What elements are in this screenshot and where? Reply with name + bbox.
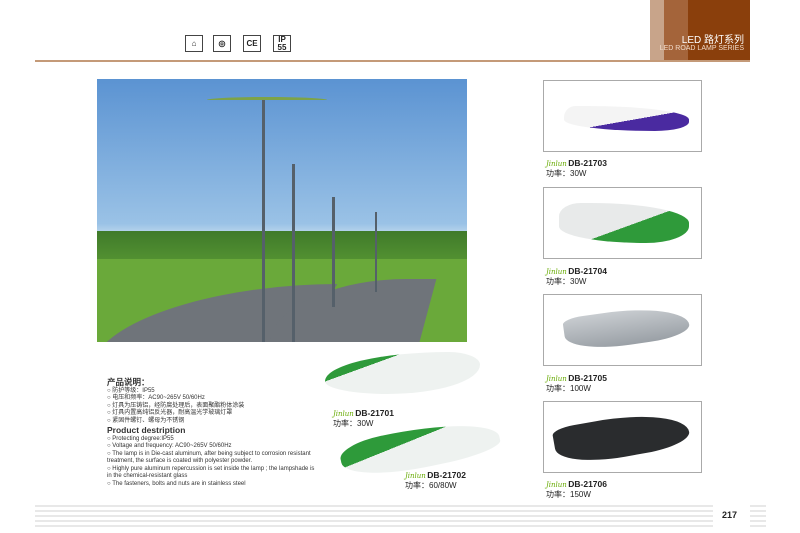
footer-stripes-right xyxy=(750,505,766,527)
product-box-db21704 xyxy=(543,187,702,259)
lamp-heads xyxy=(207,97,327,103)
spec-cn-item: ○ 防护等级：IP55 xyxy=(107,387,155,394)
page-number: 217 xyxy=(722,510,738,520)
spec-cn-title: 产品说明： xyxy=(107,377,150,387)
spec-en-item: ○ Protecting degree:IP55 xyxy=(107,435,174,442)
spec-cn-item: ○ 电压和频率：AC90~265V 50/60Hz xyxy=(107,395,205,401)
header-band-light xyxy=(650,0,664,60)
spec-cn-item: ○ 灯具为压铸铝，经防腐处理后，表面聚酯粉体涂装 xyxy=(107,402,245,409)
series-subtitle: LED ROAD LAMP SERIES xyxy=(659,45,744,52)
spec-cn-item: ○ 紧固件螺钉、螺母为不锈钢 xyxy=(107,417,185,424)
spec-en-item: ○ The fasteners, bolts and nuts are in s… xyxy=(107,480,246,487)
ce-mark-icon: CE xyxy=(243,35,261,52)
lamp-image xyxy=(551,405,692,469)
product-spec: 产品说明： ○ 防护等级：IP55 ○ 电压和频率：AC90~265V 50/6… xyxy=(107,377,317,488)
brand-logo: Jinlun xyxy=(333,410,354,418)
lamp-pole xyxy=(262,99,265,342)
lamp-image xyxy=(559,203,689,243)
header-divider xyxy=(35,60,750,62)
product-box-db21703 xyxy=(543,80,702,152)
lamp-pole xyxy=(332,197,335,307)
indoor-use-icon: ⌂ xyxy=(185,35,203,52)
product-box-db21705 xyxy=(543,294,702,366)
header-band-dark xyxy=(688,0,750,60)
lamp-pole xyxy=(292,164,295,342)
lamp-image xyxy=(564,106,689,131)
header-band-mid xyxy=(664,0,688,60)
spec-en-item: ○ Voltage and frequency: AC90~265V 50/60… xyxy=(107,443,232,449)
spec-en-title: Product destription xyxy=(107,425,186,435)
spec-en-item: ○ The lamp is in Die-cast aluminum, afte… xyxy=(107,450,311,465)
product-box-db21706 xyxy=(543,401,702,473)
spec-cn-item: ○ 灯具内置高纯铝反光器，耐高温光学玻璃灯罩 xyxy=(107,410,233,416)
ip55-label: IP 55 xyxy=(277,34,287,52)
ce-label: CE xyxy=(246,38,258,48)
lamp-image xyxy=(562,301,691,354)
spec-en-item: ○ Highly pure aluminum repercussion is s… xyxy=(107,465,315,480)
ip55-icon: IP 55 xyxy=(273,35,291,52)
road-lamp-photo xyxy=(97,79,467,342)
footer-stripes-left xyxy=(35,505,713,527)
lamp-pole xyxy=(375,212,377,292)
lamp-image-db21701 xyxy=(325,352,480,394)
series-title: LED 路灯系列 xyxy=(681,35,744,46)
ccc-icon: ◎ xyxy=(213,35,231,52)
